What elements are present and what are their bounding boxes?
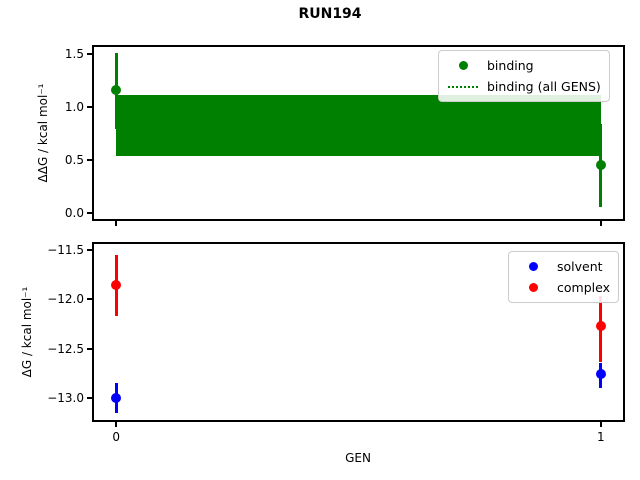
- y-tick-label: −12.5: [47, 341, 84, 356]
- legend-label: complex: [557, 280, 610, 295]
- y-tick: [87, 248, 92, 251]
- y-tick: [87, 159, 92, 162]
- data-point-binding: [111, 85, 122, 96]
- legend-label: binding (all GENS): [487, 79, 601, 94]
- y-tick-label: −13.0: [47, 391, 84, 406]
- y-tick: [87, 298, 92, 301]
- legend-marker-glyph: [448, 85, 478, 88]
- x-tick: [115, 221, 118, 226]
- legend-dot-icon: [517, 262, 549, 271]
- legend-entry: binding (all GENS): [447, 76, 601, 97]
- legend-marker-glyph: [528, 283, 538, 292]
- x-tick-label: 1: [596, 430, 605, 444]
- legend-dotted-line-icon: [447, 85, 479, 88]
- x-tick-label: 0: [112, 430, 121, 444]
- x-axis-label: GEN: [345, 451, 371, 465]
- y-tick-label: −11.5: [47, 242, 84, 257]
- legend-dot-icon: [517, 283, 549, 292]
- data-point-complex: [595, 321, 606, 332]
- legend-top: binding binding (all GENS): [438, 50, 610, 102]
- x-tick: [115, 422, 118, 427]
- x-tick: [599, 422, 602, 427]
- legend-label: binding: [487, 58, 534, 73]
- data-point-solvent: [111, 393, 122, 404]
- data-point-solvent: [595, 368, 606, 379]
- legend-entry: solvent: [517, 256, 610, 277]
- y-tick-label: 0.0: [64, 206, 84, 221]
- y-tick: [87, 347, 92, 350]
- plot-area-bottom: [92, 242, 625, 422]
- legend-marker-glyph: [458, 61, 468, 70]
- legend-entry: binding: [447, 55, 601, 76]
- legend-label: solvent: [557, 259, 603, 274]
- y-tick: [87, 53, 92, 56]
- legend-bottom: solvent complex: [508, 251, 619, 303]
- y-tick-label: −12.0: [47, 292, 84, 307]
- legend-dot-icon: [447, 61, 479, 70]
- x-tick: [599, 221, 602, 226]
- legend-marker-glyph: [528, 262, 538, 271]
- plot-area-top: [92, 45, 625, 221]
- data-point-complex: [111, 279, 122, 290]
- y-tick-label: 0.5: [64, 153, 84, 168]
- y-tick: [87, 397, 92, 400]
- legend-entry: complex: [517, 277, 610, 298]
- figure-title: RUN194: [298, 6, 362, 22]
- y-tick: [87, 106, 92, 109]
- binding-all-gens-band: [116, 95, 601, 156]
- y-tick: [87, 212, 92, 215]
- bottom-y-axis-label: ΔG / kcal mol⁻¹: [20, 286, 34, 378]
- data-point-binding: [595, 160, 606, 171]
- y-tick-label: 1.5: [64, 47, 84, 62]
- y-tick-label: 1.0: [64, 100, 84, 115]
